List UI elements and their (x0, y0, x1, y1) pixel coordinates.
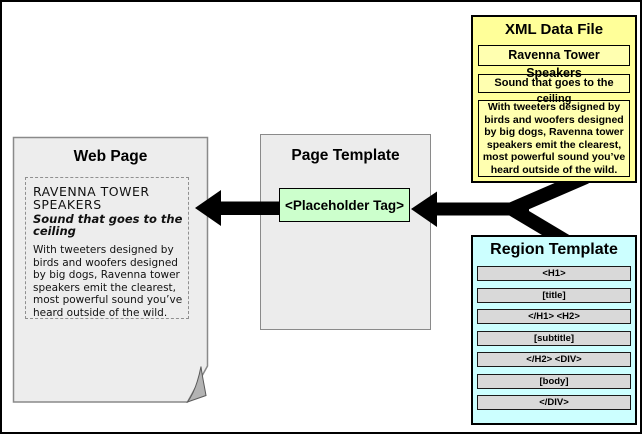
page-fold-corner (186, 366, 207, 404)
article-body: With tweeters designed by birds and woof… (33, 244, 183, 319)
article-subtitle: Sound that goes to the ceiling (33, 212, 183, 238)
region-row-h1-close-h2-open: </H1> <H2> (477, 309, 631, 324)
region-row-body: [body] (477, 373, 631, 389)
xml-field-subtitle: Sound that goes to the ceiling (478, 74, 630, 105)
region-row-h2-close-div-open: </H2> <DIV> (477, 352, 631, 367)
region-row-h1-open: <H1> (477, 266, 631, 281)
placeholder-tag-label: <Placeholder Tag> (284, 197, 405, 213)
placeholder-tag-box: <Placeholder Tag> (279, 188, 410, 222)
xml-field-title: Ravenna Tower Speakers (478, 45, 630, 80)
xml-data-file-title: XML Data File (504, 21, 604, 38)
web-page-panel: Web Page RAVENNA TOWER SPEAKERS Sound th… (13, 137, 208, 403)
rendered-content-box: RAVENNA TOWER SPEAKERS Sound that goes t… (25, 177, 189, 319)
region-template-title: Region Template (490, 241, 618, 258)
region-row-title: [title] (477, 287, 631, 303)
xml-data-file-panel: XML Data File Ravenna Tower Speakers Sou… (471, 15, 637, 183)
page-template-title: Page Template (291, 147, 400, 164)
xml-field-body: With tweeters designed by birds and woof… (478, 100, 630, 177)
web-page-title: Web Page (73, 148, 148, 165)
article-heading: RAVENNA TOWER SPEAKERS (33, 184, 150, 212)
region-row-subtitle: [subtitle] (477, 330, 631, 346)
page-template-panel: Page Template <Placeholder Tag> (260, 134, 431, 330)
region-template-panel: Region Template <H1> [title] </H1> <H2> … (471, 235, 637, 425)
region-row-div-close: </DIV> (477, 395, 631, 410)
